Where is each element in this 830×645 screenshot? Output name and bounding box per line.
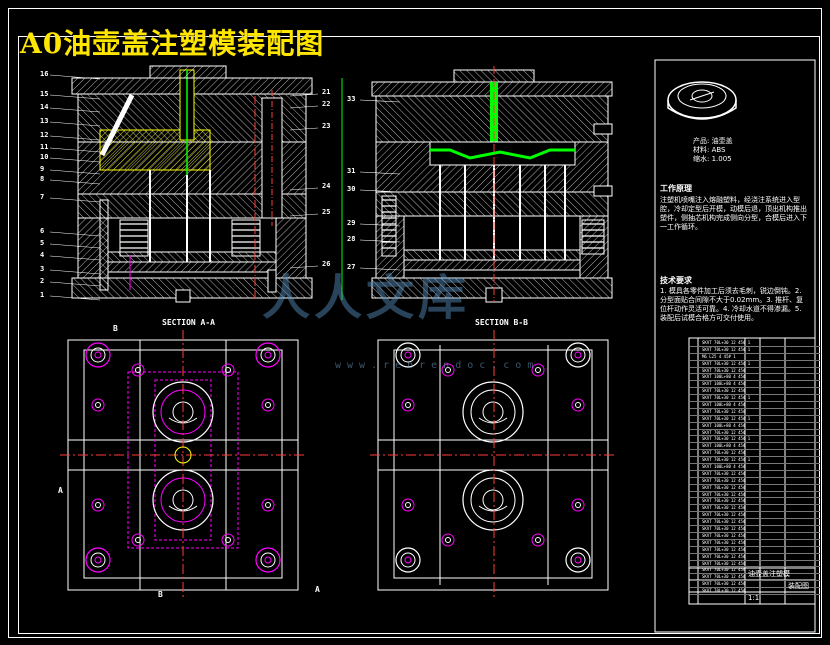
callout-33: 33 — [347, 95, 356, 103]
callout-31: 31 — [347, 167, 356, 175]
bom-row: SKVT 70L+30 12 45# — [690, 409, 820, 416]
callout-8: 8 — [40, 175, 45, 183]
watermark-logo: 人人文库 — [262, 270, 471, 326]
bom-row: SKVT 70L+30 12 45# — [690, 492, 820, 499]
bom-row: SKVT 70L+30 12 45# — [690, 450, 820, 458]
section-marker-a-right: A — [315, 585, 320, 594]
bom-row: SKVT 70L+30 12 45# — [690, 581, 820, 589]
bom-row: SKVT 70L+30 12 45# 1 — [690, 457, 820, 465]
callout-10: 10 — [40, 153, 49, 161]
bom-row: SKVT 70L+30 12 45# — [690, 526, 820, 533]
bom-row: SKVT 70L+30 12 45# — [690, 574, 820, 582]
bom-row: SKVT 70L+30 12 45# — [690, 430, 820, 437]
bom-row: SKVT 70L+30 12 45# 1 — [690, 340, 820, 347]
bom-row: SKVT 100L+80 4 45# — [690, 423, 820, 430]
product-shrinkage: 缩水: 1.005 — [693, 155, 732, 163]
section-a-caption: SECTION A-A — [162, 318, 215, 327]
callout-23: 23 — [322, 122, 331, 130]
title-block-name: 油壶盖注塑模 — [748, 570, 790, 578]
watermark-url: www.renrendoc.com — [335, 360, 540, 371]
bom-row: SKVT 70L+30 12 45# 1 — [690, 395, 820, 403]
callout-14: 14 — [40, 103, 49, 111]
bom-row: SKVT 70L+30 12 45# 1 — [690, 361, 820, 368]
bom-row: SKVT 100L+80 4 45# — [690, 443, 820, 451]
bom-row: SKVT 100L+80 4 45# — [690, 402, 820, 409]
bom-row: SKVT 70L+30 12 45# — [690, 567, 820, 575]
bom-row: SKVT 70L+30 12 45# — [690, 561, 820, 568]
bom-row: SKVT 100L+80 4 45# — [690, 381, 820, 389]
bom-row: SKVT 70L+30 12 45# — [690, 547, 820, 554]
section-b-caption: SECTION B-B — [475, 318, 528, 327]
plan-view-right — [370, 330, 616, 600]
work-text: 注塑机喷嘴注入熔融塑料，经浇注系统进入型腔，冷却定型后开模，动模后退，顶出机构推… — [660, 196, 807, 231]
bom-row: SKVT 70L+30 12 45# — [690, 478, 820, 485]
section-a-view — [71, 65, 313, 303]
tech-heading: 技术要求 — [660, 276, 692, 285]
bom-row: SKVT 70L+30 12 45# — [690, 505, 820, 513]
callout-26: 26 — [322, 260, 331, 268]
section-marker-a-left: A — [58, 486, 63, 495]
bom-row: SKVT 70L+30 12 45# — [690, 554, 820, 561]
callout-28: 28 — [347, 235, 356, 243]
callout-5: 5 — [40, 239, 45, 247]
callout-30: 30 — [347, 185, 356, 193]
callout-21: 21 — [322, 88, 331, 96]
callout-13: 13 — [40, 117, 49, 125]
bom-row: M6 L25 4 45# 1 — [690, 354, 820, 361]
product-material: 材料: ABS — [693, 146, 726, 154]
bom-row: SKVT 70L+30 12 45# 1 — [690, 436, 820, 444]
tech-text: 1. 模具各零件加工后须去毛刺，锐边倒钝。2. 分型面贴合间隙不大于0.02mm… — [660, 287, 804, 322]
work-heading: 工作原理 — [660, 184, 692, 193]
section-marker-b-bottom: B — [158, 590, 163, 599]
callout-4: 4 — [40, 251, 45, 259]
bom-row: SKVT 100L+80 4 45# — [690, 464, 820, 471]
section-b-view — [341, 66, 613, 303]
bom-row: SKVT 70L+30 12 45# — [690, 540, 820, 547]
bom-row: SKVT 70L+30 12 45# — [690, 485, 820, 492]
callout-2: 2 — [40, 277, 45, 285]
callout-16: 16 — [40, 70, 49, 78]
inner-frame — [18, 36, 820, 634]
callout-27: 27 — [347, 263, 356, 271]
callout-7: 7 — [40, 193, 45, 201]
bom-row: SKVT 70L+30 12 45# — [690, 368, 820, 375]
callout-6: 6 — [40, 227, 45, 235]
title-block-drawing: 装配图 — [788, 582, 809, 590]
callout-12: 12 — [40, 131, 49, 139]
callout-3: 3 — [40, 265, 45, 273]
bom-row: SKVT 70L+30 12 45# 1 — [690, 416, 820, 423]
callout-9: 9 — [40, 165, 45, 173]
drawing-title: A0油壶盖注塑模装配图 — [20, 27, 325, 60]
bom-row: SKVT 70L+30 12 45# — [690, 588, 820, 595]
callout-24: 24 — [322, 182, 331, 190]
bom-row: SKVT 70L+30 12 45# — [690, 388, 820, 396]
plan-view-left — [60, 330, 306, 600]
bom-row: SKVT 70L+30 12 45# — [690, 471, 820, 478]
bom-row: SKVT 70L+30 12 45# — [690, 498, 820, 506]
callout-15: 15 — [40, 90, 49, 98]
bom-row: SKVT 70L+30 12 45# — [690, 519, 820, 527]
outer-frame — [8, 8, 822, 638]
callout-1: 1 — [40, 291, 45, 299]
callout-29: 29 — [347, 219, 356, 227]
callout-25: 25 — [322, 208, 331, 216]
callout-11: 11 — [40, 143, 49, 151]
title-block-scale: 1:1 — [748, 594, 760, 602]
product-name: 产品: 油壶盖 — [693, 137, 733, 145]
bom-row: SKVT 100L+80 4 45# — [690, 374, 820, 382]
bom-row: SKVT 70L+30 12 45# — [690, 533, 820, 540]
callout-22: 22 — [322, 100, 331, 108]
section-marker-b-top: B — [113, 324, 118, 333]
bom-row: SKVT 70L+30 12 45# 1 — [690, 347, 820, 354]
bom-row: SKVT 70L+30 12 45# — [690, 512, 820, 520]
